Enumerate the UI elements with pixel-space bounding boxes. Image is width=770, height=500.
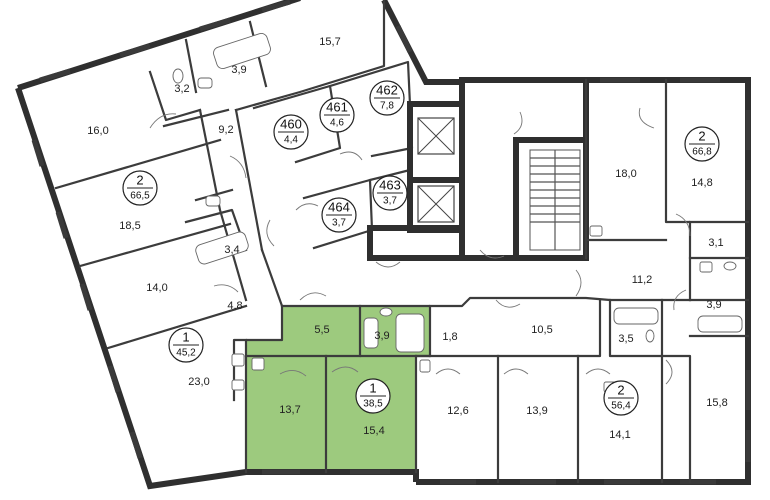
apartment-badge-selected[interactable]: 1 38,5 [355,378,391,414]
room-area-labels: 15,7 3,9 3,2 9,2 16,0 18,5 3,4 14,0 4,8 … [87,36,727,441]
room-count: 2 [136,172,143,187]
sink-icon [251,357,265,371]
room-area: 3,9 [374,330,389,342]
bathroom-fixtures [172,32,743,393]
room-area: 5,5 [314,324,329,336]
room-area: 18,0 [615,168,636,180]
storage-number: 463 [379,177,401,192]
apartment-badge[interactable]: 1 45,2 [168,327,204,363]
room-area: 15,8 [706,397,727,409]
sink-icon [197,77,213,89]
room-area: 3,9 [706,299,721,311]
room-area: 1,8 [442,331,457,343]
room-area: 9,2 [218,124,233,136]
storage-number: 461 [326,99,348,114]
room-area: 3,9 [231,64,246,76]
apartment-badge[interactable]: 2 66,5 [122,170,158,206]
toilet-icon [379,307,393,317]
storage-area: 7,8 [380,101,394,112]
storage-number: 460 [280,116,302,131]
room-area: 14,1 [609,429,630,441]
apartment-area: 66,8 [692,147,712,158]
storage-area: 3,7 [383,196,397,207]
toilet-icon [645,329,655,343]
apartment-area: 66,5 [130,191,150,202]
storage-number: 464 [328,199,350,214]
storage-badge[interactable]: 462 7,8 [369,80,405,116]
room-count: 2 [698,128,705,143]
apartment-area: 38,5 [363,399,383,410]
bathtub-icon [195,231,249,265]
apartment-badge[interactable]: 2 56,4 [603,380,639,416]
staircase [529,149,581,251]
room-area: 12,6 [447,405,468,417]
storage-badge[interactable]: 461 4,6 [319,97,355,133]
room-area: 13,9 [526,405,547,417]
room-area: 23,0 [188,376,209,388]
door-swings [149,107,691,385]
room-count: 1 [369,380,376,395]
room-area: 4,8 [227,300,242,312]
apartment-area: 45,2 [176,348,196,359]
interior-walls [54,0,750,484]
toilet-icon [172,68,184,84]
storage-area: 4,4 [284,135,298,146]
room-area: 15,7 [319,36,340,48]
room-area: 14,8 [691,177,712,189]
room-count: 1 [182,329,189,344]
storage-badge[interactable]: 463 3,7 [372,175,408,211]
storage-area: 3,7 [332,218,346,229]
room-area: 14,0 [146,282,167,294]
sink-icon [205,195,221,207]
room-area: 11,2 [632,274,653,286]
room-count: 2 [617,382,624,397]
sink-icon [589,225,603,237]
apartment-area: 56,4 [611,401,631,412]
storage-area: 4,6 [330,118,344,129]
bathtub-icon [363,317,379,349]
storage-number: 462 [376,82,398,97]
room-area: 18,5 [119,220,140,232]
bathtub-icon [697,315,743,333]
room-area: 3,2 [174,83,189,95]
storage-badge[interactable]: 464 3,7 [321,197,357,233]
bathtub-icon [613,307,659,325]
room-area: 10,5 [531,324,552,336]
apartment-badge[interactable]: 2 66,8 [684,126,720,162]
sink-icon [231,353,245,367]
windows [31,0,751,485]
storage-badge[interactable]: 460 4,4 [273,114,309,150]
sink-icon [419,359,431,373]
bathtub-icon [213,32,271,70]
room-area: 16,0 [87,125,108,137]
selected-apartment-highlight[interactable] [246,306,430,472]
elevator-shafts [417,117,455,223]
bathtub-icon [395,313,425,353]
toilet-icon [723,261,737,271]
room-area: 15,4 [363,425,384,437]
stove-icon [231,379,245,391]
room-area: 3,4 [224,244,239,256]
room-area: 3,5 [618,333,633,345]
sink-icon [699,261,713,273]
room-area: 3,1 [708,237,723,249]
room-area: 13,7 [279,404,300,416]
